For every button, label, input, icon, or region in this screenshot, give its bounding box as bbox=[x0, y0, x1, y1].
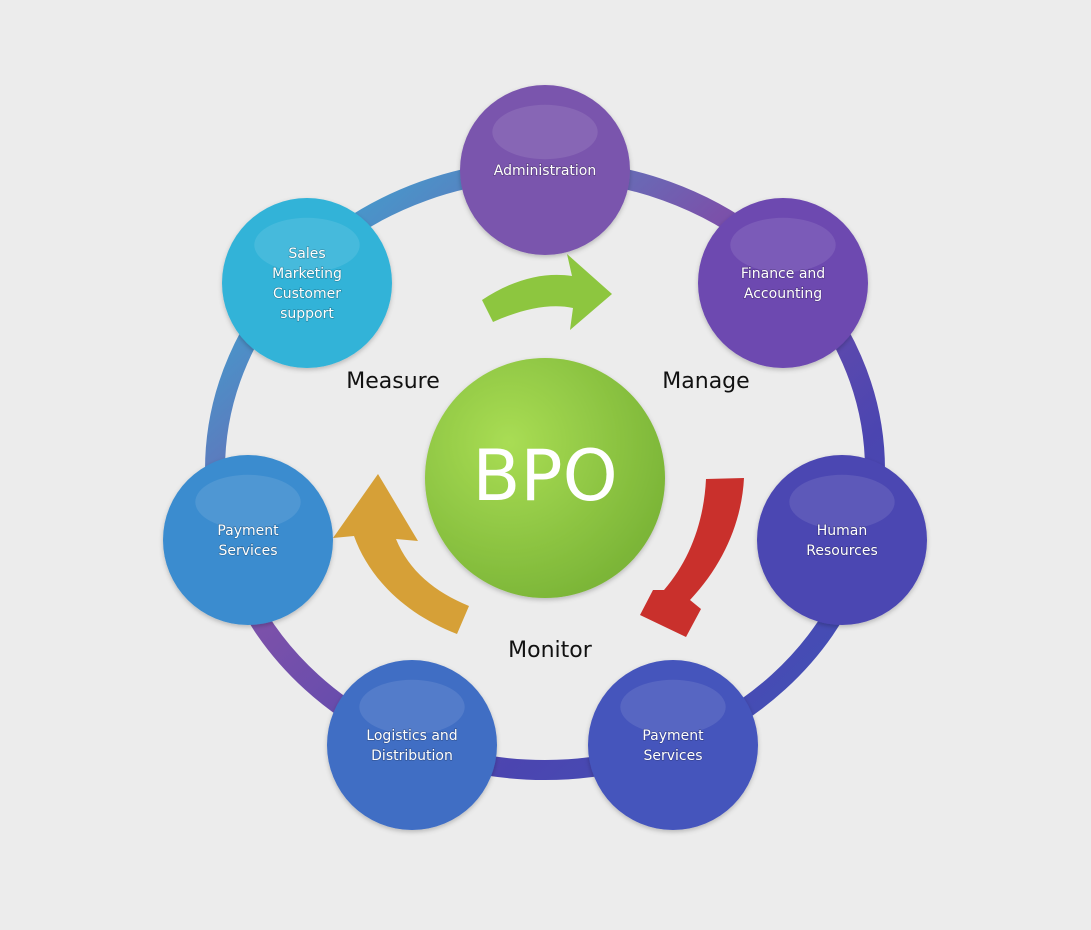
node-label-hr-0: Human bbox=[817, 523, 868, 539]
node-highlight-finance bbox=[730, 217, 836, 273]
node-highlight-payment-right bbox=[620, 679, 726, 735]
node-label-finance-0: Finance and bbox=[741, 266, 825, 282]
node-highlight-hr bbox=[789, 474, 895, 530]
node-label-logistics-0: Logistics and bbox=[366, 728, 457, 744]
node-highlight-payment-left bbox=[195, 474, 301, 530]
node-label-sales-1: Marketing bbox=[272, 266, 342, 282]
left-arrow bbox=[333, 474, 469, 634]
node-circle-hr bbox=[757, 455, 927, 625]
node-circle-administration bbox=[460, 85, 630, 255]
node-label-payment-left-1: Services bbox=[218, 543, 277, 559]
node-circle-logistics bbox=[327, 660, 497, 830]
center-label: BPO bbox=[472, 435, 617, 517]
node-label-payment-left-0: Payment bbox=[217, 523, 279, 539]
node-highlight-sales bbox=[254, 217, 360, 273]
node-administration: Administration bbox=[460, 85, 630, 255]
top-arrow bbox=[482, 254, 612, 330]
right-arrow bbox=[640, 478, 744, 637]
node-label-sales-2: Customer bbox=[273, 286, 341, 302]
phase-label-manage: Manage bbox=[662, 369, 749, 394]
node-circle-sales bbox=[222, 198, 392, 368]
phase-label-monitor: Monitor bbox=[508, 638, 593, 663]
node-label-finance-1: Accounting bbox=[744, 286, 822, 302]
node-circle-finance bbox=[698, 198, 868, 368]
node-highlight-logistics bbox=[359, 679, 465, 735]
node-label-sales-3: support bbox=[280, 306, 334, 322]
node-circle-payment-left bbox=[163, 455, 333, 625]
node-label-payment-right-1: Services bbox=[643, 748, 702, 764]
phase-label-measure: Measure bbox=[346, 369, 440, 394]
node-label-hr-1: Resources bbox=[806, 543, 878, 559]
node-label-logistics-1: Distribution bbox=[371, 748, 453, 764]
node-highlight-administration bbox=[492, 104, 598, 160]
node-circle-payment-right bbox=[588, 660, 758, 830]
node-label-sales-0: Sales bbox=[288, 246, 325, 262]
node-label-administration-0: Administration bbox=[494, 163, 596, 179]
center-circle bbox=[425, 358, 665, 598]
node-label-payment-right-0: Payment bbox=[642, 728, 704, 744]
